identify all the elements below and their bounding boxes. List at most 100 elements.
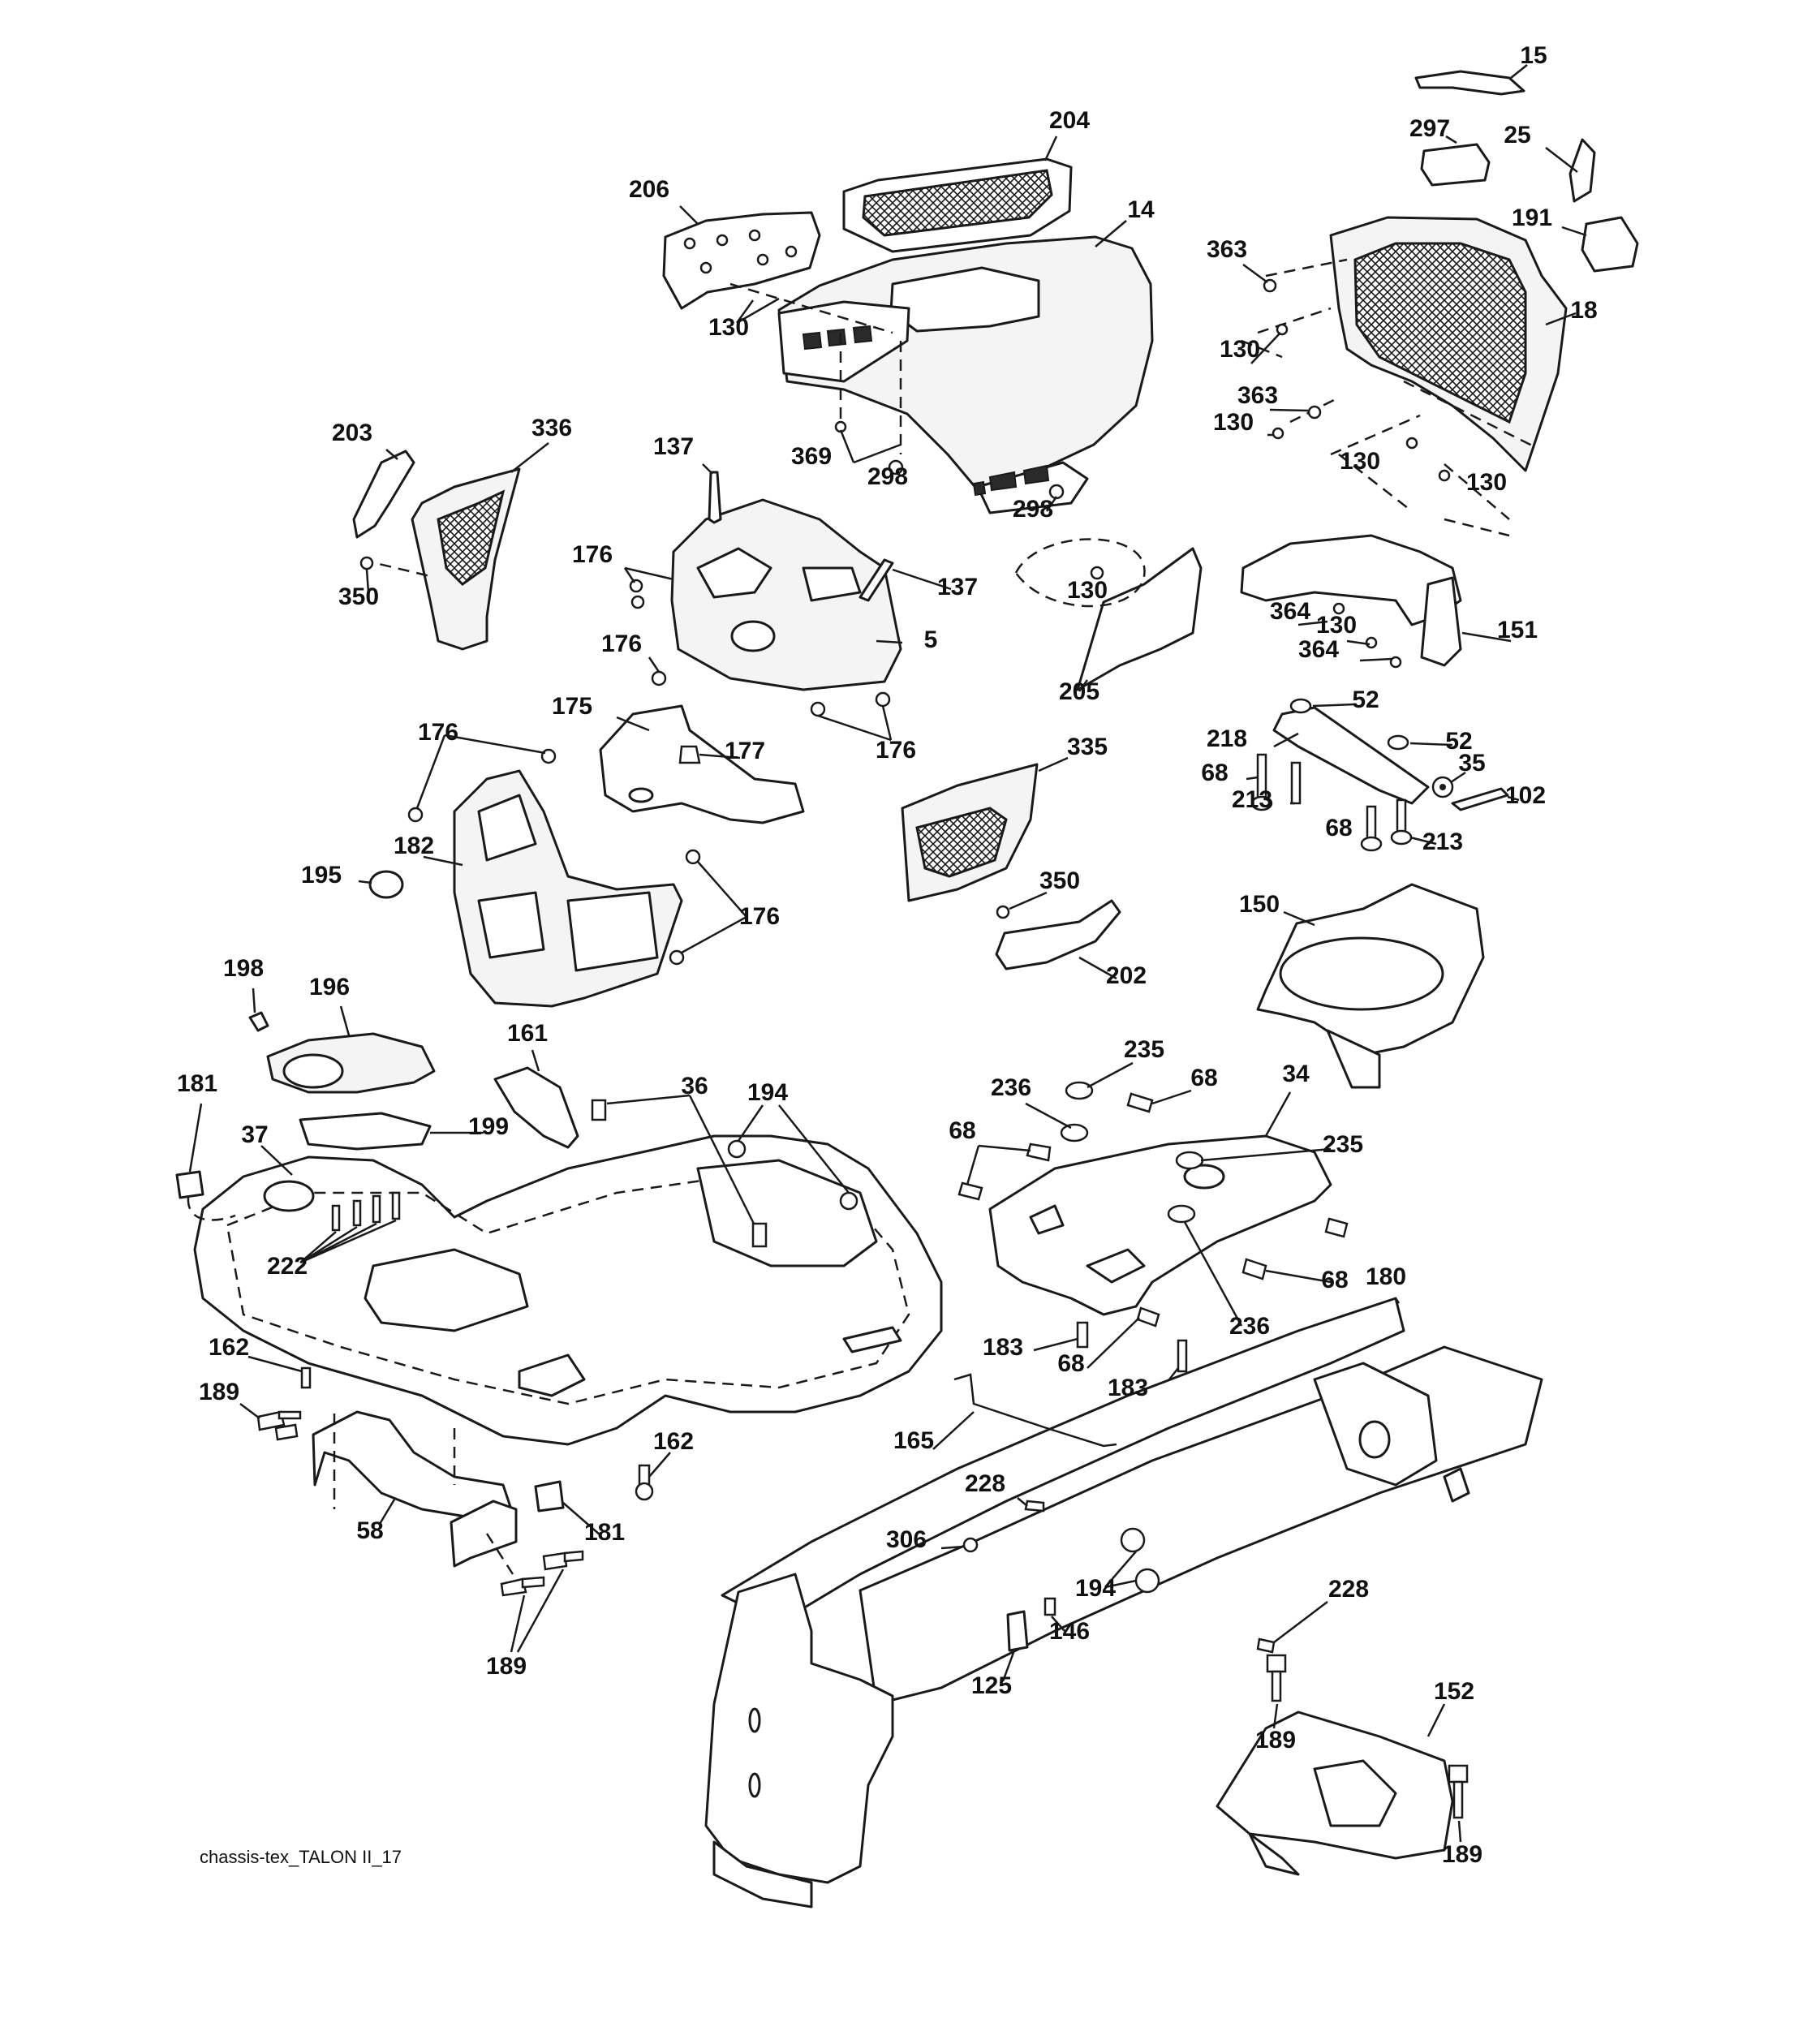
callout-37: 37 [241,1121,268,1148]
part-180-main-frame [704,1297,1543,1908]
part-222-bolts [299,1191,401,1264]
callout-36: 36 [681,1073,708,1099]
callout-235: 235 [1323,1131,1363,1158]
callout-182: 182 [394,833,434,859]
callout-189: 189 [486,1653,527,1680]
callout-183: 183 [1108,1375,1148,1401]
callout-52: 52 [1352,686,1379,713]
callout-363: 363 [1237,382,1278,409]
callout-68: 68 [1321,1267,1348,1293]
callout-336: 336 [531,415,572,441]
part-202-bracket [995,899,1121,980]
callout-162: 162 [653,1428,694,1455]
callout-176: 176 [572,541,613,568]
callout-306: 306 [886,1526,927,1553]
callout-364: 364 [1270,598,1310,625]
diagram-caption: chassis-tex_TALON II_17 [200,1847,402,1867]
callout-130: 130 [1466,469,1507,496]
callout-176: 176 [739,903,780,930]
callout-350: 350 [1039,867,1080,894]
callout-68: 68 [1325,815,1352,841]
part-14-hood [777,220,1154,514]
callout-202: 202 [1106,962,1147,989]
callout-191: 191 [1512,204,1552,231]
part-152-cover [1216,1703,1454,1876]
part-297-block [1420,135,1491,187]
callout-180: 180 [1366,1263,1406,1290]
callout-335: 335 [1067,734,1108,760]
callout-52: 52 [1445,728,1472,755]
callout-196: 196 [309,974,350,1000]
callout-137: 137 [937,574,978,600]
callout-176: 176 [876,737,916,764]
callout-206: 206 [629,176,669,203]
callout-176: 176 [418,719,458,746]
callout-181: 181 [584,1519,625,1546]
part-150-dash-cover [1256,883,1485,1089]
callout-130: 130 [708,314,749,341]
callout-228: 228 [965,1470,1005,1497]
callout-213: 213 [1422,828,1463,855]
part-161-bracket [493,1049,579,1149]
part-204-top-grille [842,136,1073,253]
part-191-cover [1561,216,1639,273]
callout-130: 130 [1220,336,1260,363]
callout-68: 68 [1057,1350,1084,1377]
callout-130: 130 [1213,409,1254,436]
callout-204: 204 [1049,107,1090,134]
callout-213: 213 [1232,786,1272,813]
callout-14: 14 [1127,196,1155,223]
callout-130: 130 [1316,612,1357,639]
part-25-emblem [1545,138,1596,203]
callout-235: 235 [1124,1036,1164,1063]
callout-189: 189 [1442,1841,1482,1868]
callout-25: 25 [1504,122,1530,148]
part-165-rod [932,1373,1117,1450]
callout-125: 125 [971,1672,1012,1699]
part-5-dash [670,498,903,691]
callout-350: 350 [338,583,379,610]
callout-181: 181 [177,1070,217,1097]
callout-298: 298 [1013,496,1053,523]
callout-18: 18 [1570,297,1597,324]
callout-130: 130 [1340,448,1380,475]
callout-15: 15 [1520,42,1547,69]
callout-177: 177 [725,738,765,764]
callout-58: 58 [356,1517,383,1544]
part-205-panel [1076,547,1203,692]
callout-205: 205 [1059,678,1099,705]
part-18-front-grille [1329,216,1577,472]
part-15-trim [1414,64,1528,96]
callout-222: 222 [267,1253,308,1280]
callout-189: 189 [1255,1727,1296,1754]
callout-203: 203 [332,420,372,446]
callout-5: 5 [924,626,938,653]
callout-175: 175 [552,693,592,720]
callout-297: 297 [1409,115,1450,142]
callout-68: 68 [1190,1065,1217,1091]
part-336-side-panel [411,442,549,651]
callout-176: 176 [601,630,642,657]
callout-183: 183 [983,1334,1023,1361]
callout-35: 35 [1458,750,1485,777]
callout-151: 151 [1497,617,1538,643]
callout-102: 102 [1505,782,1546,809]
callout-165: 165 [893,1427,934,1454]
callout-130: 130 [1067,577,1108,604]
callout-198: 198 [223,955,264,982]
callout-236: 236 [1229,1313,1270,1340]
callout-137: 137 [653,433,694,460]
callout-34: 34 [1282,1061,1310,1087]
callout-194: 194 [747,1079,788,1106]
part-196-fender-panel [266,1005,436,1094]
callout-236: 236 [991,1074,1031,1101]
callout-194: 194 [1075,1575,1116,1602]
part-182-front-shroud [423,769,683,1008]
callout-161: 161 [507,1020,548,1047]
part-218-plate [1272,706,1430,805]
callout-146: 146 [1049,1618,1090,1645]
callout-68: 68 [1201,760,1228,786]
callout-150: 150 [1239,891,1280,918]
